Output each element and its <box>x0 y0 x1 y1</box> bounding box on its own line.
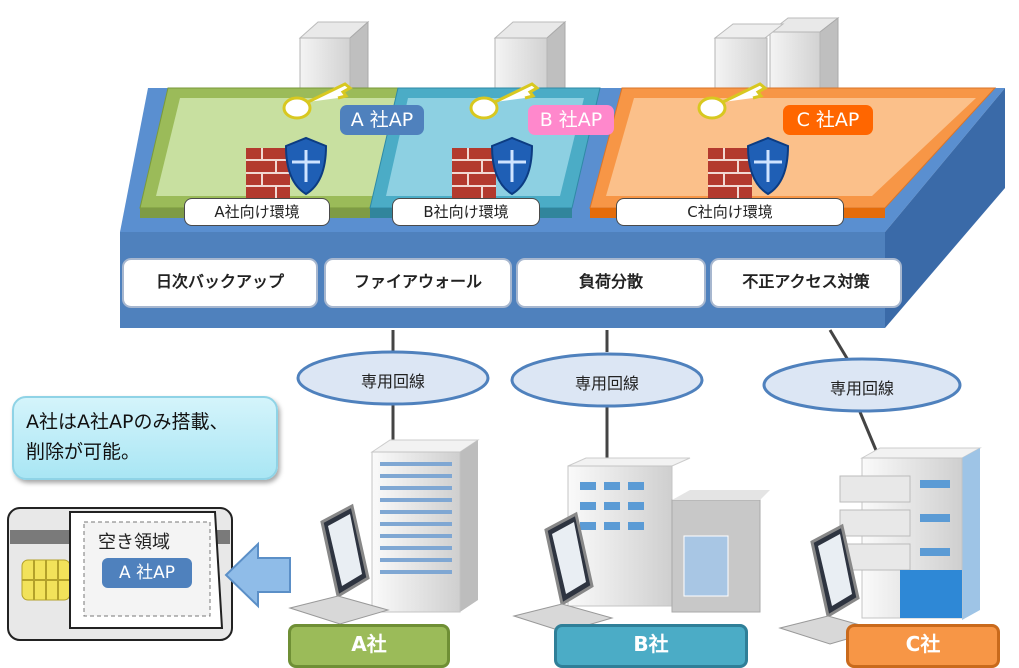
line-label-b: 専用回線 <box>574 374 639 393</box>
line-ellipse-c <box>762 357 962 413</box>
firewall-b-icon <box>452 148 496 198</box>
callout-line-2: 削除が可能。 <box>26 441 141 463</box>
sim-free-area-label: 空き領域 <box>98 532 170 553</box>
key-a-icon <box>282 82 353 120</box>
company-label-b: B社 <box>554 624 748 668</box>
app-tag-b: B 社AP <box>528 105 614 135</box>
line-ellipse-a <box>296 350 490 406</box>
service-load-balancing: 負荷分散 <box>516 258 706 308</box>
app-tag-c: C 社AP <box>783 105 873 135</box>
shield-b-icon <box>490 136 534 196</box>
callout-line-1: A社はA社APのみ搭載、 <box>26 411 229 433</box>
firewall-a-icon <box>246 148 290 198</box>
line-label-a: 専用回線 <box>360 372 425 391</box>
company-label-a: A社 <box>288 624 450 668</box>
line-label-c: 専用回線 <box>829 379 894 398</box>
shield-c-icon <box>746 136 790 196</box>
shield-a-icon <box>284 136 328 196</box>
company-label-c: C社 <box>846 624 1000 668</box>
app-tag-a: A 社AP <box>340 105 424 135</box>
building-b-icon <box>567 457 770 613</box>
firewall-c-icon <box>708 148 752 198</box>
service-daily-backup: 日次バックアップ <box>122 258 318 308</box>
service-intrusion-protection: 不正アクセス対策 <box>710 258 902 308</box>
building-a-icon <box>370 439 480 613</box>
env-label-b: B社向け環境 <box>392 198 540 226</box>
line-ellipse-b <box>510 352 704 408</box>
service-firewall: ファイアウォール <box>324 258 512 308</box>
callout-note: A社はA社APのみ搭載、 削除が可能。 <box>12 396 278 480</box>
env-label-a: A社向け環境 <box>184 198 330 226</box>
left-arrow-icon <box>224 541 291 609</box>
laptop-a-icon <box>288 503 390 625</box>
building-c-icon <box>839 447 982 620</box>
env-label-c: C社向け環境 <box>616 198 844 226</box>
sim-app-tag: A 社AP <box>102 558 192 588</box>
key-c-icon <box>697 82 768 120</box>
key-b-icon <box>469 82 540 120</box>
